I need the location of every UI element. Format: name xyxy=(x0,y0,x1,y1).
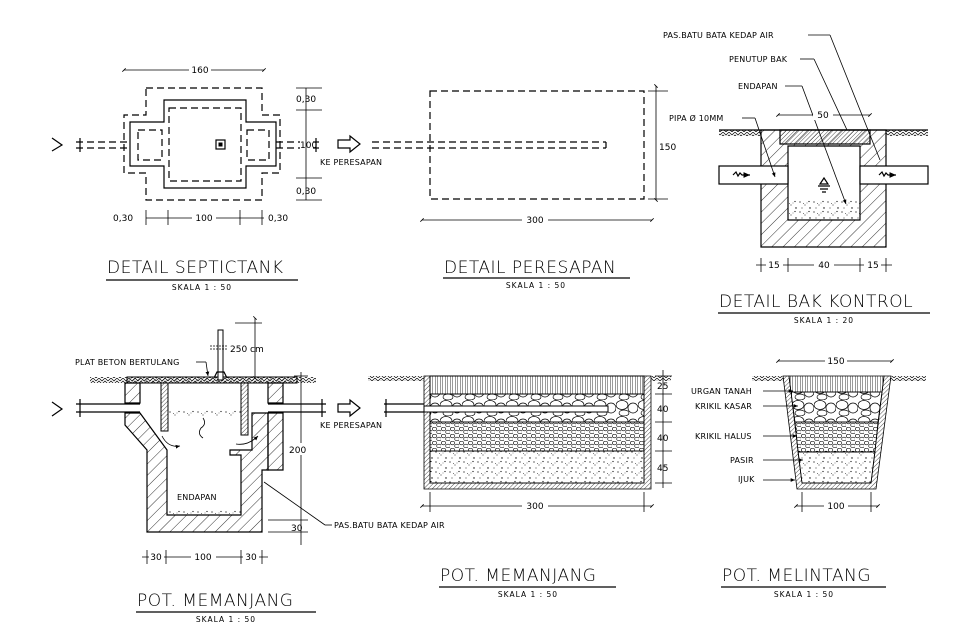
label-layer: PASIR xyxy=(730,456,754,465)
dim-bot-left: 15 xyxy=(768,261,779,271)
label-sediment: ENDAPAN xyxy=(738,82,778,91)
drawing-title: POT. MEMANJANG xyxy=(137,591,293,611)
drawing-scale: SKALA 1 : 50 xyxy=(172,283,232,292)
dim-height: 150 xyxy=(659,143,676,153)
drawing-title: POT. MELINTANG xyxy=(722,566,871,586)
dim-base: 30 xyxy=(291,524,303,534)
label-slab: PLAT BETON BERTULANG xyxy=(75,358,180,367)
layer-coarse-gravel xyxy=(790,391,883,423)
drawing-title: DETAIL PERESAPAN xyxy=(444,258,616,278)
layer-sand xyxy=(797,451,876,484)
peresapan-outline xyxy=(429,90,645,200)
dim-layer-sand: 45 xyxy=(657,464,668,474)
layer-fine-gravel xyxy=(429,421,645,452)
dim-right-bot: 0,30 xyxy=(296,187,316,197)
layer-sand xyxy=(429,450,645,484)
label-layer: KRIKIL KASAR xyxy=(695,402,752,411)
brick-wall xyxy=(760,129,887,248)
dim-bottom: 100 xyxy=(827,502,844,512)
dim-layer-coarse: 40 xyxy=(657,405,669,415)
perforated-pipe xyxy=(423,405,609,413)
scum-layer xyxy=(168,410,241,416)
detail-septictank: KE PERESAPAN 160 0,30 100 0,30 0,30 100 … xyxy=(51,64,382,292)
outer-dashed-outline xyxy=(123,87,281,201)
dim-top: 50 xyxy=(817,111,829,121)
dim-bot-right: 15 xyxy=(867,261,878,271)
flow-arrow-icon xyxy=(337,134,361,154)
dim-top: 160 xyxy=(191,66,208,76)
dim-bot-mid: 100 xyxy=(195,214,212,224)
dim-bot-mid: 100 xyxy=(194,553,211,563)
dim-height: 200 xyxy=(289,446,306,456)
wall-outline xyxy=(129,99,277,189)
dim-right-top: 0,30 xyxy=(296,95,316,105)
layer-fine-gravel xyxy=(794,421,879,453)
flow-in-marker-icon xyxy=(51,137,64,152)
inlet-pipe xyxy=(718,165,789,185)
drawing-scale: SKALA 1 : 20 xyxy=(794,316,854,325)
vent-pipe-symbol xyxy=(215,139,226,150)
layer-topsoil xyxy=(429,375,645,395)
layer-topsoil xyxy=(788,375,885,393)
drawing-title: POT. MEMANJANG xyxy=(440,566,596,586)
dim-bot-left: 0,30 xyxy=(113,214,133,224)
water-level-icon xyxy=(818,176,830,193)
drawing-scale: SKALA 1 : 50 xyxy=(774,590,834,599)
dim-bot-left: 30 xyxy=(150,553,162,563)
dim-layer-fine: 40 xyxy=(657,434,669,444)
label-sediment: ENDAPAN xyxy=(177,493,217,502)
baffle-right xyxy=(240,382,249,436)
inlet-chamber xyxy=(137,129,163,161)
flow-arrow-icon xyxy=(337,398,361,418)
cover-slab xyxy=(779,129,871,145)
drawing-title: DETAIL BAK KONTROL xyxy=(719,292,913,312)
dim-top: 150 xyxy=(827,357,844,367)
label-cover: PENUTUP BAK xyxy=(729,55,788,64)
inner-chamber xyxy=(168,107,242,182)
pot-melintang: URGAN TANAH KRIKIL KASAR KRIKIL HALUS PA… xyxy=(691,355,926,599)
outlet-chamber xyxy=(246,129,270,161)
dim-bot-mid: 40 xyxy=(818,261,830,271)
sediment xyxy=(788,200,860,220)
detail-peresapan: 150 300 DETAIL PERESAPAN SKALA 1 : 50 xyxy=(372,84,676,290)
label-layer: KRIKIL HALUS xyxy=(695,432,752,441)
concrete-slab xyxy=(126,376,298,384)
vent-pipe xyxy=(217,329,224,381)
label-wall: PAS.BATU BATA KEDAP AIR xyxy=(334,521,445,530)
drawing-scale: SKALA 1 : 50 xyxy=(506,281,566,290)
label-layer: URGAN TANAH xyxy=(691,387,752,396)
dim-right-mid: 100 xyxy=(300,141,317,151)
flow-label: KE PERESAPAN xyxy=(320,158,382,167)
drawing-scale: SKALA 1 : 50 xyxy=(498,590,558,599)
label-wall: PAS.BATU BATA KEDAP AIR xyxy=(663,31,774,40)
drawing-scale: SKALA 1 : 50 xyxy=(196,615,256,624)
label-pipe: PIPA Ø 10MM xyxy=(669,113,724,123)
dim-width: 300 xyxy=(526,216,543,226)
baffle-left xyxy=(160,382,169,432)
flow-label: KE PERESAPAN xyxy=(320,421,382,430)
dim-layer-topsoil: 25 xyxy=(657,382,668,392)
pot-memanjang-peresapan: 25 40 40 45 300 POT. MEMANJANG SKALA 1 :… xyxy=(368,370,672,599)
flow-in-marker-icon xyxy=(51,401,64,417)
sediment-layer xyxy=(168,510,241,515)
dim-bot-right: 30 xyxy=(245,553,257,563)
brick-wall xyxy=(124,412,269,533)
dim-bot-right: 0,30 xyxy=(268,214,288,224)
dim-width: 300 xyxy=(526,502,543,512)
label-layer: IJUK xyxy=(738,475,755,484)
drawing-title: DETAIL SEPTICTANK xyxy=(107,258,284,278)
detail-bak-kontrol: PAS.BATU BATA KEDAP AIR PENUTUP BAK ENDA… xyxy=(663,31,930,325)
pot-memanjang-tank: KE PERESAPAN PLAT BETON BERTULANG 250 cm… xyxy=(51,316,445,624)
label-vent-height: 250 cm xyxy=(230,345,264,355)
